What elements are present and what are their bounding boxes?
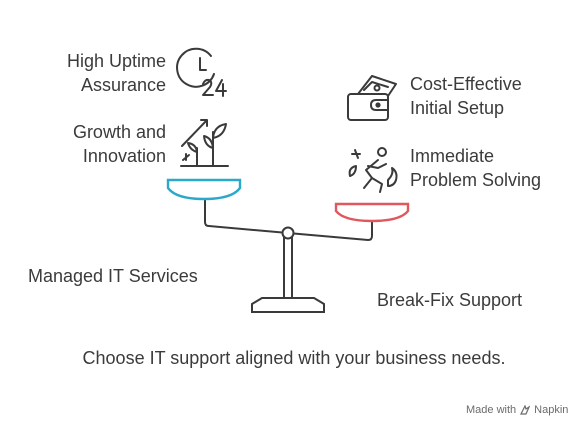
benefit-line: Assurance — [80, 75, 166, 95]
benefit-line: Cost-Effective — [410, 74, 522, 94]
benefit-cost-effective: Cost-Effective Initial Setup — [410, 72, 580, 120]
watermark-prefix: Made with — [466, 404, 517, 416]
benefit-growth-innovation: Growth and Innovation — [40, 120, 166, 168]
napkin-logo-icon — [520, 405, 531, 415]
running-person-icon — [348, 147, 398, 193]
break-fix-support-label: Break-Fix Support — [377, 290, 523, 310]
managed-it-services-label: Managed IT Services — [28, 266, 198, 286]
benefit-line: Problem Solving — [410, 170, 542, 190]
watermark-brand: Napkin — [534, 404, 569, 416]
growth-plant-icon — [180, 119, 229, 167]
right-pan — [334, 202, 410, 223]
benefit-line: Growth and — [72, 122, 166, 142]
benefit-line: Innovation — [82, 146, 166, 166]
benefit-line: Initial Setup — [410, 98, 505, 118]
benefit-line: High Uptime — [66, 51, 166, 71]
caption: Choose IT support aligned with your busi… — [82, 348, 506, 368]
scale-pivot — [281, 226, 295, 240]
wallet-money-icon — [347, 75, 397, 121]
benefit-high-uptime: High Uptime Assurance — [40, 49, 166, 97]
scale-base — [251, 235, 325, 313]
benefit-immediate-problem-solving: Immediate Problem Solving — [410, 144, 580, 192]
clock-24-icon — [176, 47, 227, 97]
watermark: Made with Napkin — [466, 404, 568, 416]
benefit-line: Immediate — [410, 146, 495, 166]
left-pan — [166, 178, 242, 201]
